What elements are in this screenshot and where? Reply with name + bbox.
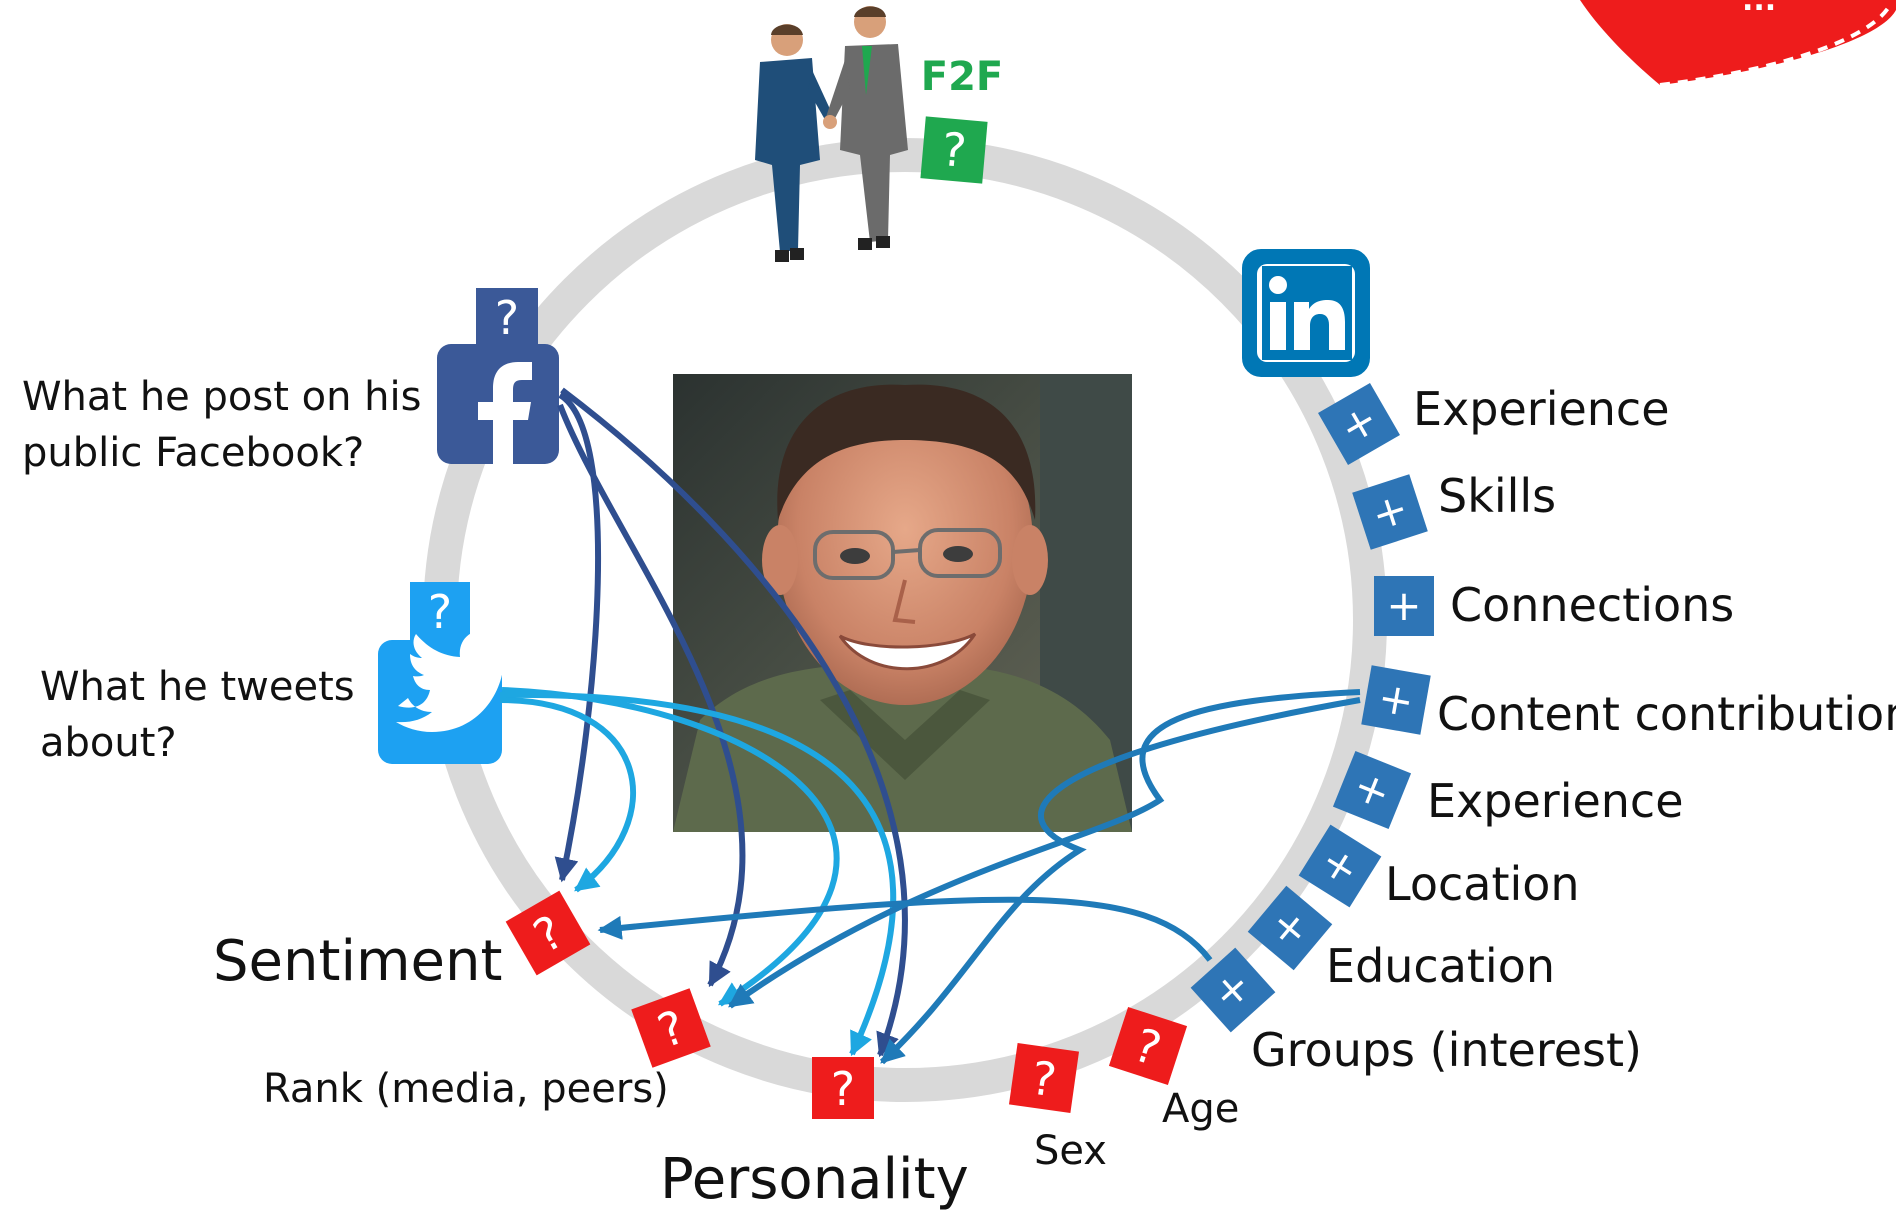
linkedin-label-experience: Experience <box>1413 382 1670 436</box>
facebook-question-marker: ? <box>476 288 538 346</box>
plus-marker-education: + <box>1247 885 1333 971</box>
linkedin-label-location: Location <box>1385 857 1580 911</box>
linkedin-label-connections: Connections <box>1450 578 1734 632</box>
linkedin-label-groups: Groups (interest) <box>1251 1023 1642 1077</box>
facebook-question-line1: What he post on his <box>22 374 421 420</box>
facebook-arrows <box>554 387 908 1058</box>
linkedin-plus-markers: + + + + + + + + <box>1190 383 1434 1033</box>
age-question-marker: ? <box>1108 1006 1188 1086</box>
facebook-icon <box>437 344 559 464</box>
svg-text:?: ? <box>428 585 452 639</box>
linkedin-label-content-contribution: Content contribution <box>1437 687 1896 741</box>
rank-question-marker: ? <box>631 988 711 1068</box>
portrait-photo <box>673 374 1132 832</box>
arrow-twitter-personality <box>499 691 897 1057</box>
arrow-facebook-sentiment <box>554 392 601 883</box>
facebook-question-line2: public Facebook? <box>22 430 364 476</box>
arrow-twitter-sentiment <box>499 697 637 893</box>
f2f-question-marker: ? <box>920 116 988 184</box>
sex-label: Sex <box>1034 1128 1107 1174</box>
twitter-question-line2: about? <box>40 720 177 766</box>
arrow-twitter-rank <box>501 687 840 1007</box>
svg-text:?: ? <box>939 122 968 178</box>
arrow-facebook-personality <box>560 387 908 1058</box>
linkedin-label-experience-2: Experience <box>1427 774 1684 828</box>
linkedin-label-education: Education <box>1326 939 1555 993</box>
arrow-linkedin-rank <box>728 689 1361 1009</box>
rank-label: Rank (media, peers) <box>263 1066 669 1112</box>
twitter-arrows <box>499 687 897 1057</box>
handshake-businessmen-icon <box>755 6 908 262</box>
plus-marker-groups: + <box>1190 947 1276 1033</box>
svg-text:+: + <box>1374 672 1417 726</box>
twitter-icon <box>378 630 516 764</box>
f2f-label: F2F <box>921 54 1003 100</box>
personality-question-marker: ? <box>812 1057 874 1119</box>
arrow-facebook-rank <box>557 403 746 988</box>
sentiment-question-marker: ? <box>505 890 591 976</box>
twitter-question-marker: ? <box>410 582 470 640</box>
plus-marker-skills: + <box>1352 474 1428 550</box>
sex-question-marker: ? <box>1008 1042 1080 1114</box>
svg-text:?: ? <box>495 291 519 345</box>
linkedin-arrows <box>597 689 1361 1065</box>
plus-marker-content: + <box>1361 665 1431 735</box>
arrow-linkedin-personality <box>879 697 1361 1065</box>
plus-marker-location: + <box>1298 824 1382 908</box>
twitter-question-line1: What he tweets <box>40 664 355 710</box>
arrow-linkedin-sentiment <box>597 896 1213 962</box>
svg-text:+: + <box>1386 581 1421 630</box>
plus-marker-connections: + <box>1374 576 1434 636</box>
age-label: Age <box>1162 1086 1239 1132</box>
personality-label: Personality <box>660 1147 969 1210</box>
linkedin-label-skills: Skills <box>1438 469 1556 523</box>
sentiment-label: Sentiment <box>213 929 502 994</box>
plus-marker-experience: + <box>1318 383 1400 465</box>
linkedin-icon <box>1242 249 1370 377</box>
plus-marker-experience-2: + <box>1332 750 1412 830</box>
red-heart-shape: ... <box>1580 0 1896 87</box>
heart-text: ... <box>1742 0 1776 18</box>
svg-text:?: ? <box>831 1062 855 1116</box>
